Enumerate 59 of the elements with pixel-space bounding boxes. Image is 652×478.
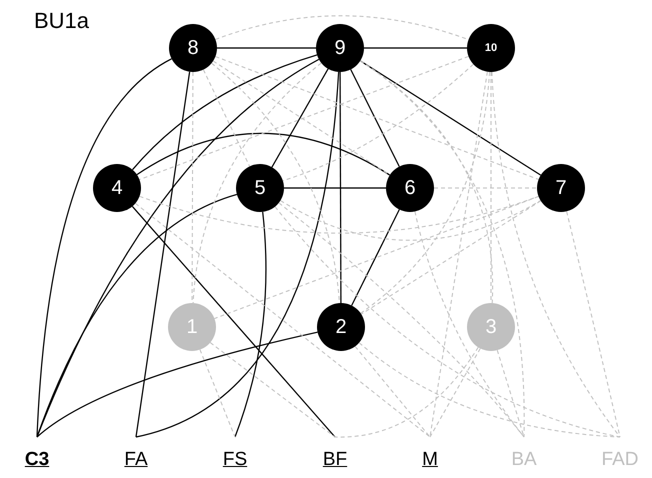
dashed-connector <box>278 202 524 438</box>
dashed-connector <box>430 348 481 438</box>
connector <box>351 209 400 306</box>
connector <box>217 47 316 49</box>
graph-node: 9 <box>316 24 364 72</box>
dashed-connector <box>354 346 430 438</box>
dashed-connector <box>282 64 474 182</box>
dashed-connector <box>334 346 479 438</box>
dashed-connector <box>414 210 524 438</box>
connector <box>350 69 400 167</box>
graph-node: 5 <box>236 164 284 212</box>
connector <box>36 332 318 438</box>
connector <box>284 187 386 189</box>
connector <box>136 72 340 438</box>
dashed-connector <box>566 210 620 438</box>
dashed-connector <box>192 62 322 304</box>
diagram-title: BU1a <box>34 8 90 34</box>
graph-node: 1 <box>168 303 216 351</box>
variable-label: C3 <box>24 449 50 471</box>
graph-node: 8 <box>169 24 217 72</box>
graph-node: 6 <box>386 164 434 212</box>
dashed-connector <box>202 69 250 167</box>
connector <box>271 68 329 168</box>
connector <box>36 194 238 438</box>
connector <box>132 54 318 170</box>
dashed-connector <box>210 342 336 438</box>
dashed-connector <box>491 71 620 438</box>
graph-node: 10 <box>467 24 515 72</box>
dashed-connector <box>214 15 469 40</box>
graph-node: 2 <box>317 303 365 351</box>
connector <box>364 47 467 49</box>
dashed-connector <box>360 200 542 315</box>
connector <box>36 58 172 438</box>
dashed-connector <box>214 56 540 180</box>
dashed-connector <box>496 350 524 438</box>
dashed-connector <box>358 342 620 438</box>
variable-label: M <box>422 449 438 471</box>
connector <box>135 72 190 438</box>
graph-node: 4 <box>93 164 141 212</box>
connector <box>234 212 267 438</box>
variable-label: FAD <box>602 449 638 471</box>
graph-node: 7 <box>537 164 585 212</box>
connector <box>132 206 336 438</box>
connector <box>360 60 542 176</box>
variable-label: FA <box>124 449 148 471</box>
dashed-connector <box>134 202 430 438</box>
dashed-connector <box>430 71 488 438</box>
dashed-connector <box>360 60 524 438</box>
variable-label: BF <box>322 449 348 471</box>
dashed-connector <box>199 349 236 438</box>
dashed-connector <box>212 60 390 176</box>
dashed-connector <box>214 196 540 320</box>
connector <box>339 72 342 303</box>
dashed-connector <box>280 200 541 241</box>
variable-label: FS <box>222 449 248 471</box>
variable-label: BA <box>511 449 537 471</box>
dashed-connector <box>274 206 620 438</box>
graph-node: 3 <box>467 303 515 351</box>
connector <box>136 132 390 176</box>
